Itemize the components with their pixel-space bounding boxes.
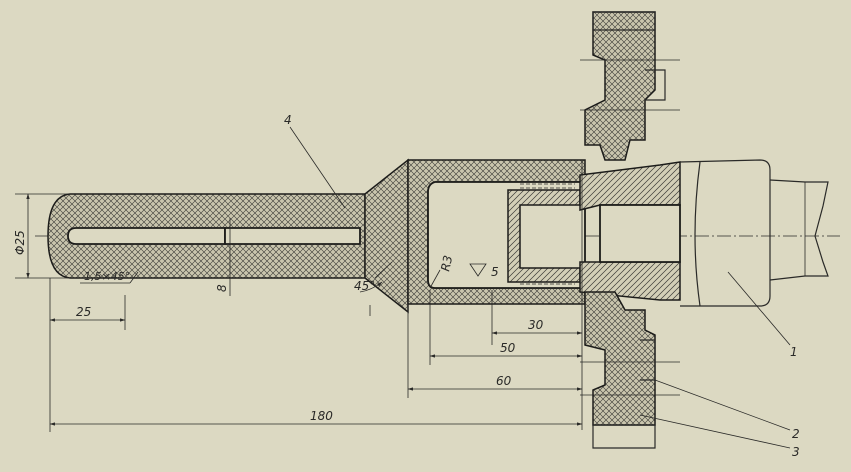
label-angle: 45°	[354, 279, 375, 293]
label-part-2: 2	[792, 427, 800, 441]
part-4-head	[407, 159, 586, 305]
leader-part-1: 1	[727, 271, 798, 359]
leader-part-3: 3	[639, 414, 800, 459]
handwheel-top	[580, 11, 680, 161]
label-part-1: 1	[790, 345, 798, 359]
label-50: 50	[500, 341, 516, 355]
label-60: 60	[496, 374, 512, 388]
label-chamfer: 1,5×45°	[84, 270, 130, 283]
label-part-3: 3	[792, 445, 800, 459]
dim-radius: R3	[429, 254, 455, 289]
dim-30: 30	[491, 290, 583, 345]
label-roughness: 5	[491, 265, 499, 279]
label-180: 180	[310, 409, 333, 423]
dim-diameter: Φ25	[13, 193, 70, 279]
label-part-4: 4	[284, 113, 292, 127]
dim-angle: 45°	[354, 261, 393, 316]
part-1-body	[579, 159, 829, 307]
leader-part-4: 4	[284, 113, 346, 209]
bushing	[507, 183, 581, 289]
label-radius: R3	[438, 254, 455, 273]
roughness-symbol: 5	[469, 263, 499, 279]
dim-50: 50	[429, 290, 583, 365]
dim-25: 25	[49, 278, 126, 330]
label-30: 30	[528, 318, 544, 332]
dim-60: 60	[407, 160, 583, 430]
handwheel-bottom	[580, 291, 680, 449]
label-25: 25	[76, 305, 91, 319]
label-diameter: Φ25	[13, 230, 27, 255]
label-thickness: 8	[215, 284, 229, 292]
dim-180: 180	[49, 330, 583, 432]
dim-thickness: 8	[215, 254, 231, 296]
dim-chamfer: 1,5×45°	[80, 270, 139, 284]
leader-part-2: 2	[654, 379, 800, 441]
part-4-rod	[47, 158, 409, 314]
